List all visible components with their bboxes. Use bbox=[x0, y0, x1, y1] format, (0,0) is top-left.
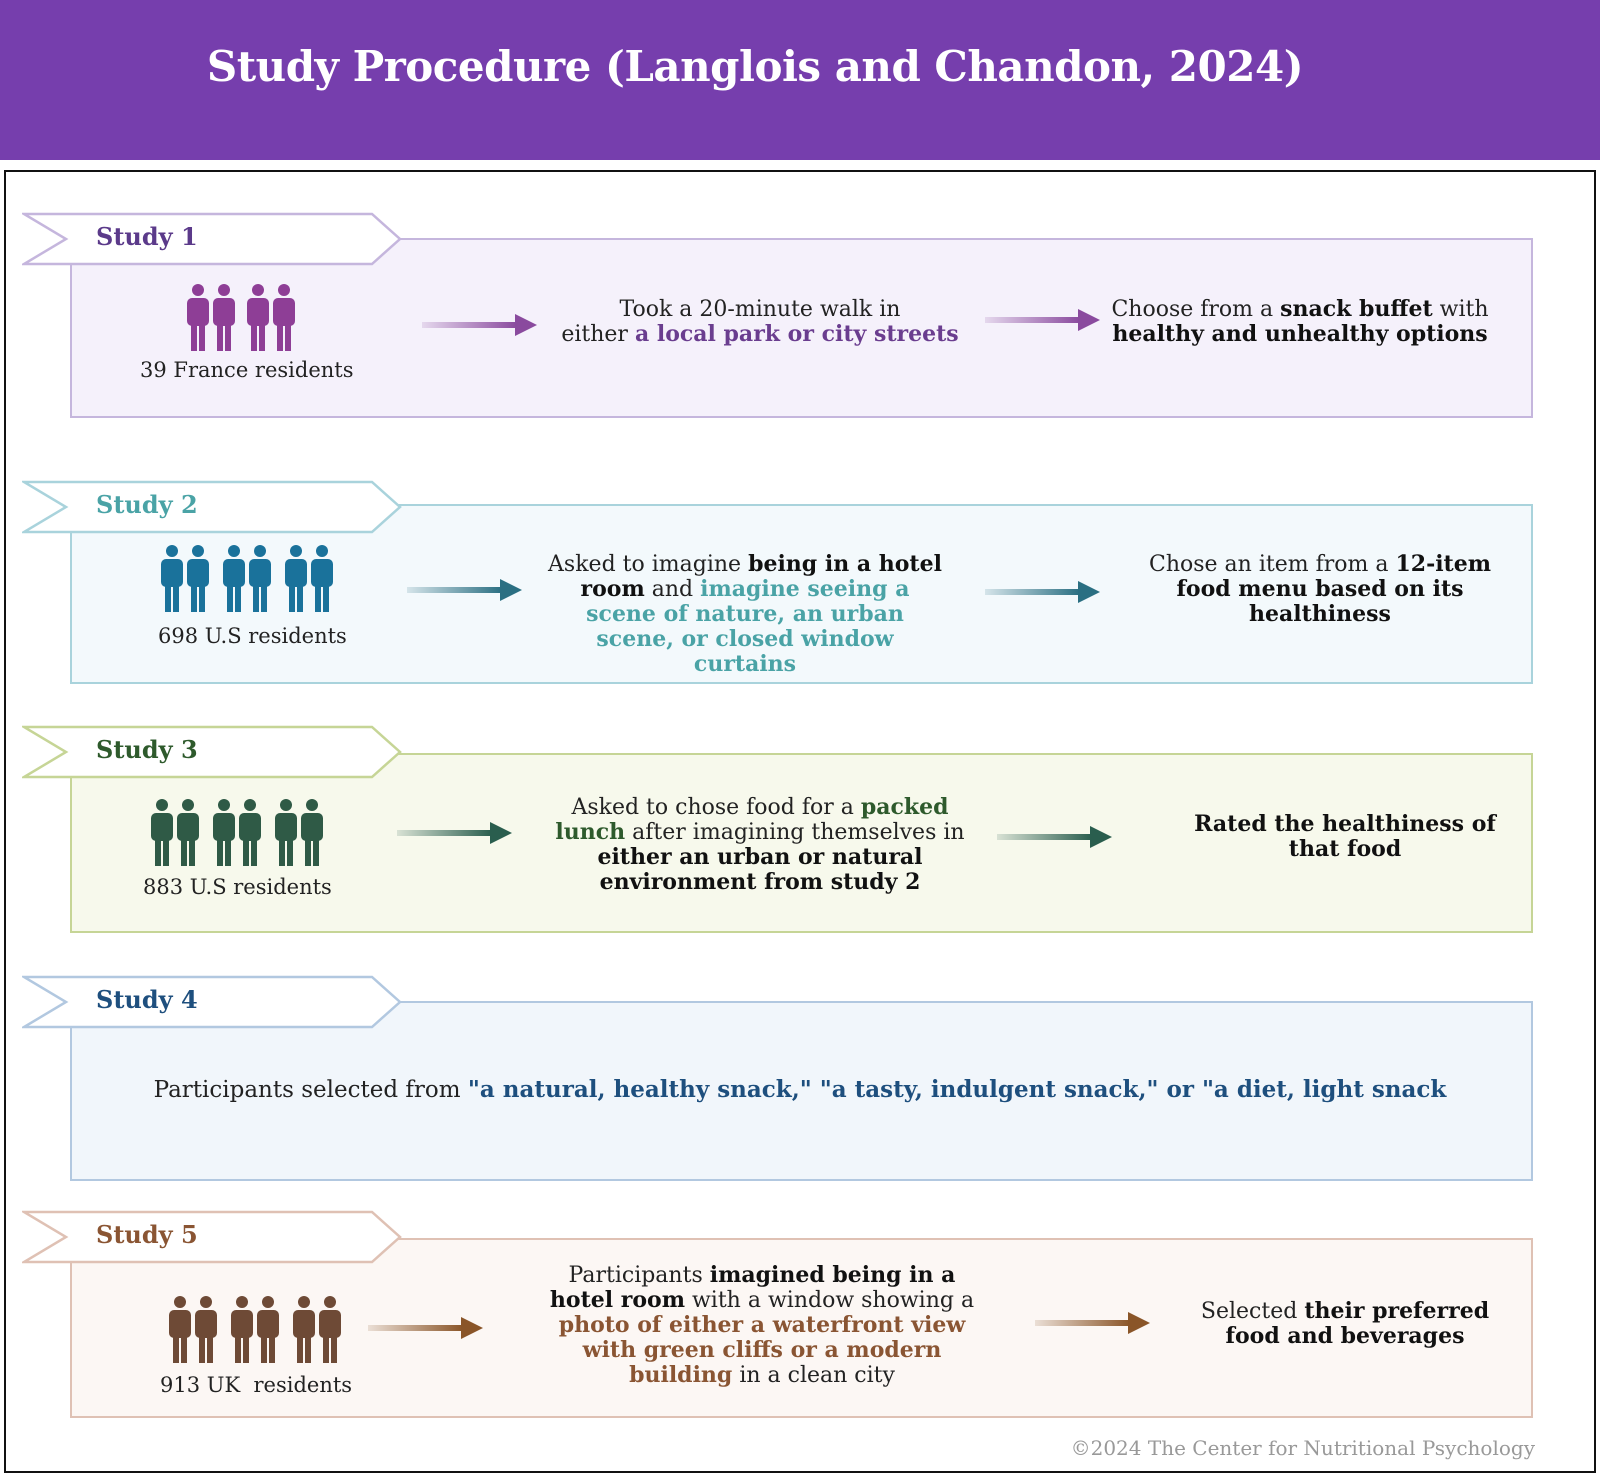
arrow-icon bbox=[397, 822, 512, 848]
step-text: after imagining themselves in bbox=[632, 820, 965, 845]
arrow-icon bbox=[1035, 1312, 1150, 1338]
people-group-icon bbox=[186, 283, 298, 353]
step-highlight: snack buffet bbox=[1280, 296, 1433, 322]
step-text: with bbox=[1439, 297, 1489, 322]
study-4-text: Participants selected from "a natural, h… bbox=[100, 1077, 1500, 1103]
study-5-tab: Study 5 bbox=[22, 1210, 404, 1264]
step-text: in a clean city bbox=[739, 1363, 895, 1388]
study-5-step-1: Participants imagined being in a hotel r… bbox=[542, 1262, 982, 1389]
study-4-label: Study 4 bbox=[96, 985, 198, 1014]
step-highlight: 12-item food menu based on its healthine… bbox=[1176, 551, 1491, 627]
study-1-panel bbox=[70, 238, 1533, 418]
study-2-step-1: Asked to imagine being in a hotel room a… bbox=[545, 552, 945, 677]
step-text: Selected bbox=[1200, 1299, 1298, 1324]
step-text: Participants selected from bbox=[153, 1077, 461, 1103]
study-1-step-1: Took a 20-minute walk in either a local … bbox=[560, 297, 960, 347]
step-text: Asked to imagine bbox=[548, 552, 742, 577]
step-text: Chose an item from a bbox=[1148, 552, 1389, 577]
page-title: Study Procedure (Langlois and Chandon, 2… bbox=[206, 42, 1304, 91]
study-3-label: Study 3 bbox=[96, 735, 198, 764]
people-group-icon bbox=[168, 1295, 342, 1365]
arrow-icon bbox=[997, 826, 1112, 852]
step-text: Took a 20-minute walk in bbox=[619, 297, 901, 322]
study-2-tab: Study 2 bbox=[22, 480, 404, 534]
content-frame bbox=[4, 170, 1596, 1473]
study-4-panel bbox=[70, 1001, 1533, 1181]
step-highlight: packed lunch bbox=[555, 794, 949, 845]
step-text: and bbox=[651, 577, 694, 602]
step-highlight: healthy and unhealthy options bbox=[1112, 321, 1488, 347]
step-highlight: imagined being in a hotel room bbox=[549, 1262, 956, 1313]
arrow-icon bbox=[407, 579, 522, 605]
study-3-tab: Study 3 bbox=[22, 725, 404, 779]
arrow-icon bbox=[985, 309, 1100, 335]
arrow-icon bbox=[985, 581, 1100, 607]
arrow-icon bbox=[422, 314, 537, 340]
step-text: with a window showing a bbox=[691, 1288, 975, 1313]
step-text: Asked to chose food for a bbox=[571, 795, 854, 820]
study-2-label: Study 2 bbox=[96, 490, 198, 519]
step-highlight: "a natural, healthy snack," "a tasty, in… bbox=[467, 1076, 1447, 1103]
study-2-panel bbox=[70, 504, 1533, 684]
step-text: either bbox=[561, 322, 628, 347]
header-banner: Study Procedure (Langlois and Chandon, 2… bbox=[0, 0, 1600, 160]
study-3-participants: 883 U.S residents bbox=[143, 875, 332, 899]
study-2-step-2: Chose an item from a 12-item food menu b… bbox=[1135, 552, 1505, 627]
copyright-footer: ©2024 The Center for Nutritional Psychol… bbox=[1070, 1436, 1535, 1460]
study-1-tab: Study 1 bbox=[22, 212, 404, 266]
step-highlight: being in a hotel room bbox=[580, 551, 942, 602]
step-highlight: either an urban or natural environment f… bbox=[597, 844, 923, 895]
study-1-step-2: Choose from a snack buffet with healthy … bbox=[1105, 297, 1495, 347]
people-group-icon bbox=[160, 544, 334, 614]
study-5-label: Study 5 bbox=[96, 1220, 198, 1249]
study-1-participants: 39 France residents bbox=[140, 358, 354, 382]
step-text: Participants bbox=[568, 1263, 703, 1288]
arrow-icon bbox=[368, 1317, 483, 1343]
step-highlight: a local park or city streets bbox=[634, 321, 959, 347]
step-highlight: Rated the healthiness of that food bbox=[1194, 811, 1496, 862]
study-5-step-2: Selected their preferred food and bevera… bbox=[1195, 1299, 1495, 1349]
study-5-participants: 913 UK residents bbox=[160, 1373, 353, 1397]
step-text: Choose from a bbox=[1111, 297, 1274, 322]
study-3-step-1: Asked to chose food for a packed lunch a… bbox=[555, 795, 965, 895]
study-1-label: Study 1 bbox=[96, 222, 198, 251]
step-highlight: their preferred food and beverages bbox=[1225, 1298, 1490, 1349]
study-3-step-2: Rated the healthiness of that food bbox=[1190, 812, 1500, 862]
people-group-icon bbox=[150, 798, 324, 868]
step-highlight: imagine seeing a scene of nature, an urb… bbox=[586, 576, 910, 677]
study-2-participants: 698 U.S residents bbox=[158, 624, 347, 648]
study-4-tab: Study 4 bbox=[22, 975, 404, 1029]
step-highlight: photo of either a waterfront view with g… bbox=[558, 1312, 966, 1388]
